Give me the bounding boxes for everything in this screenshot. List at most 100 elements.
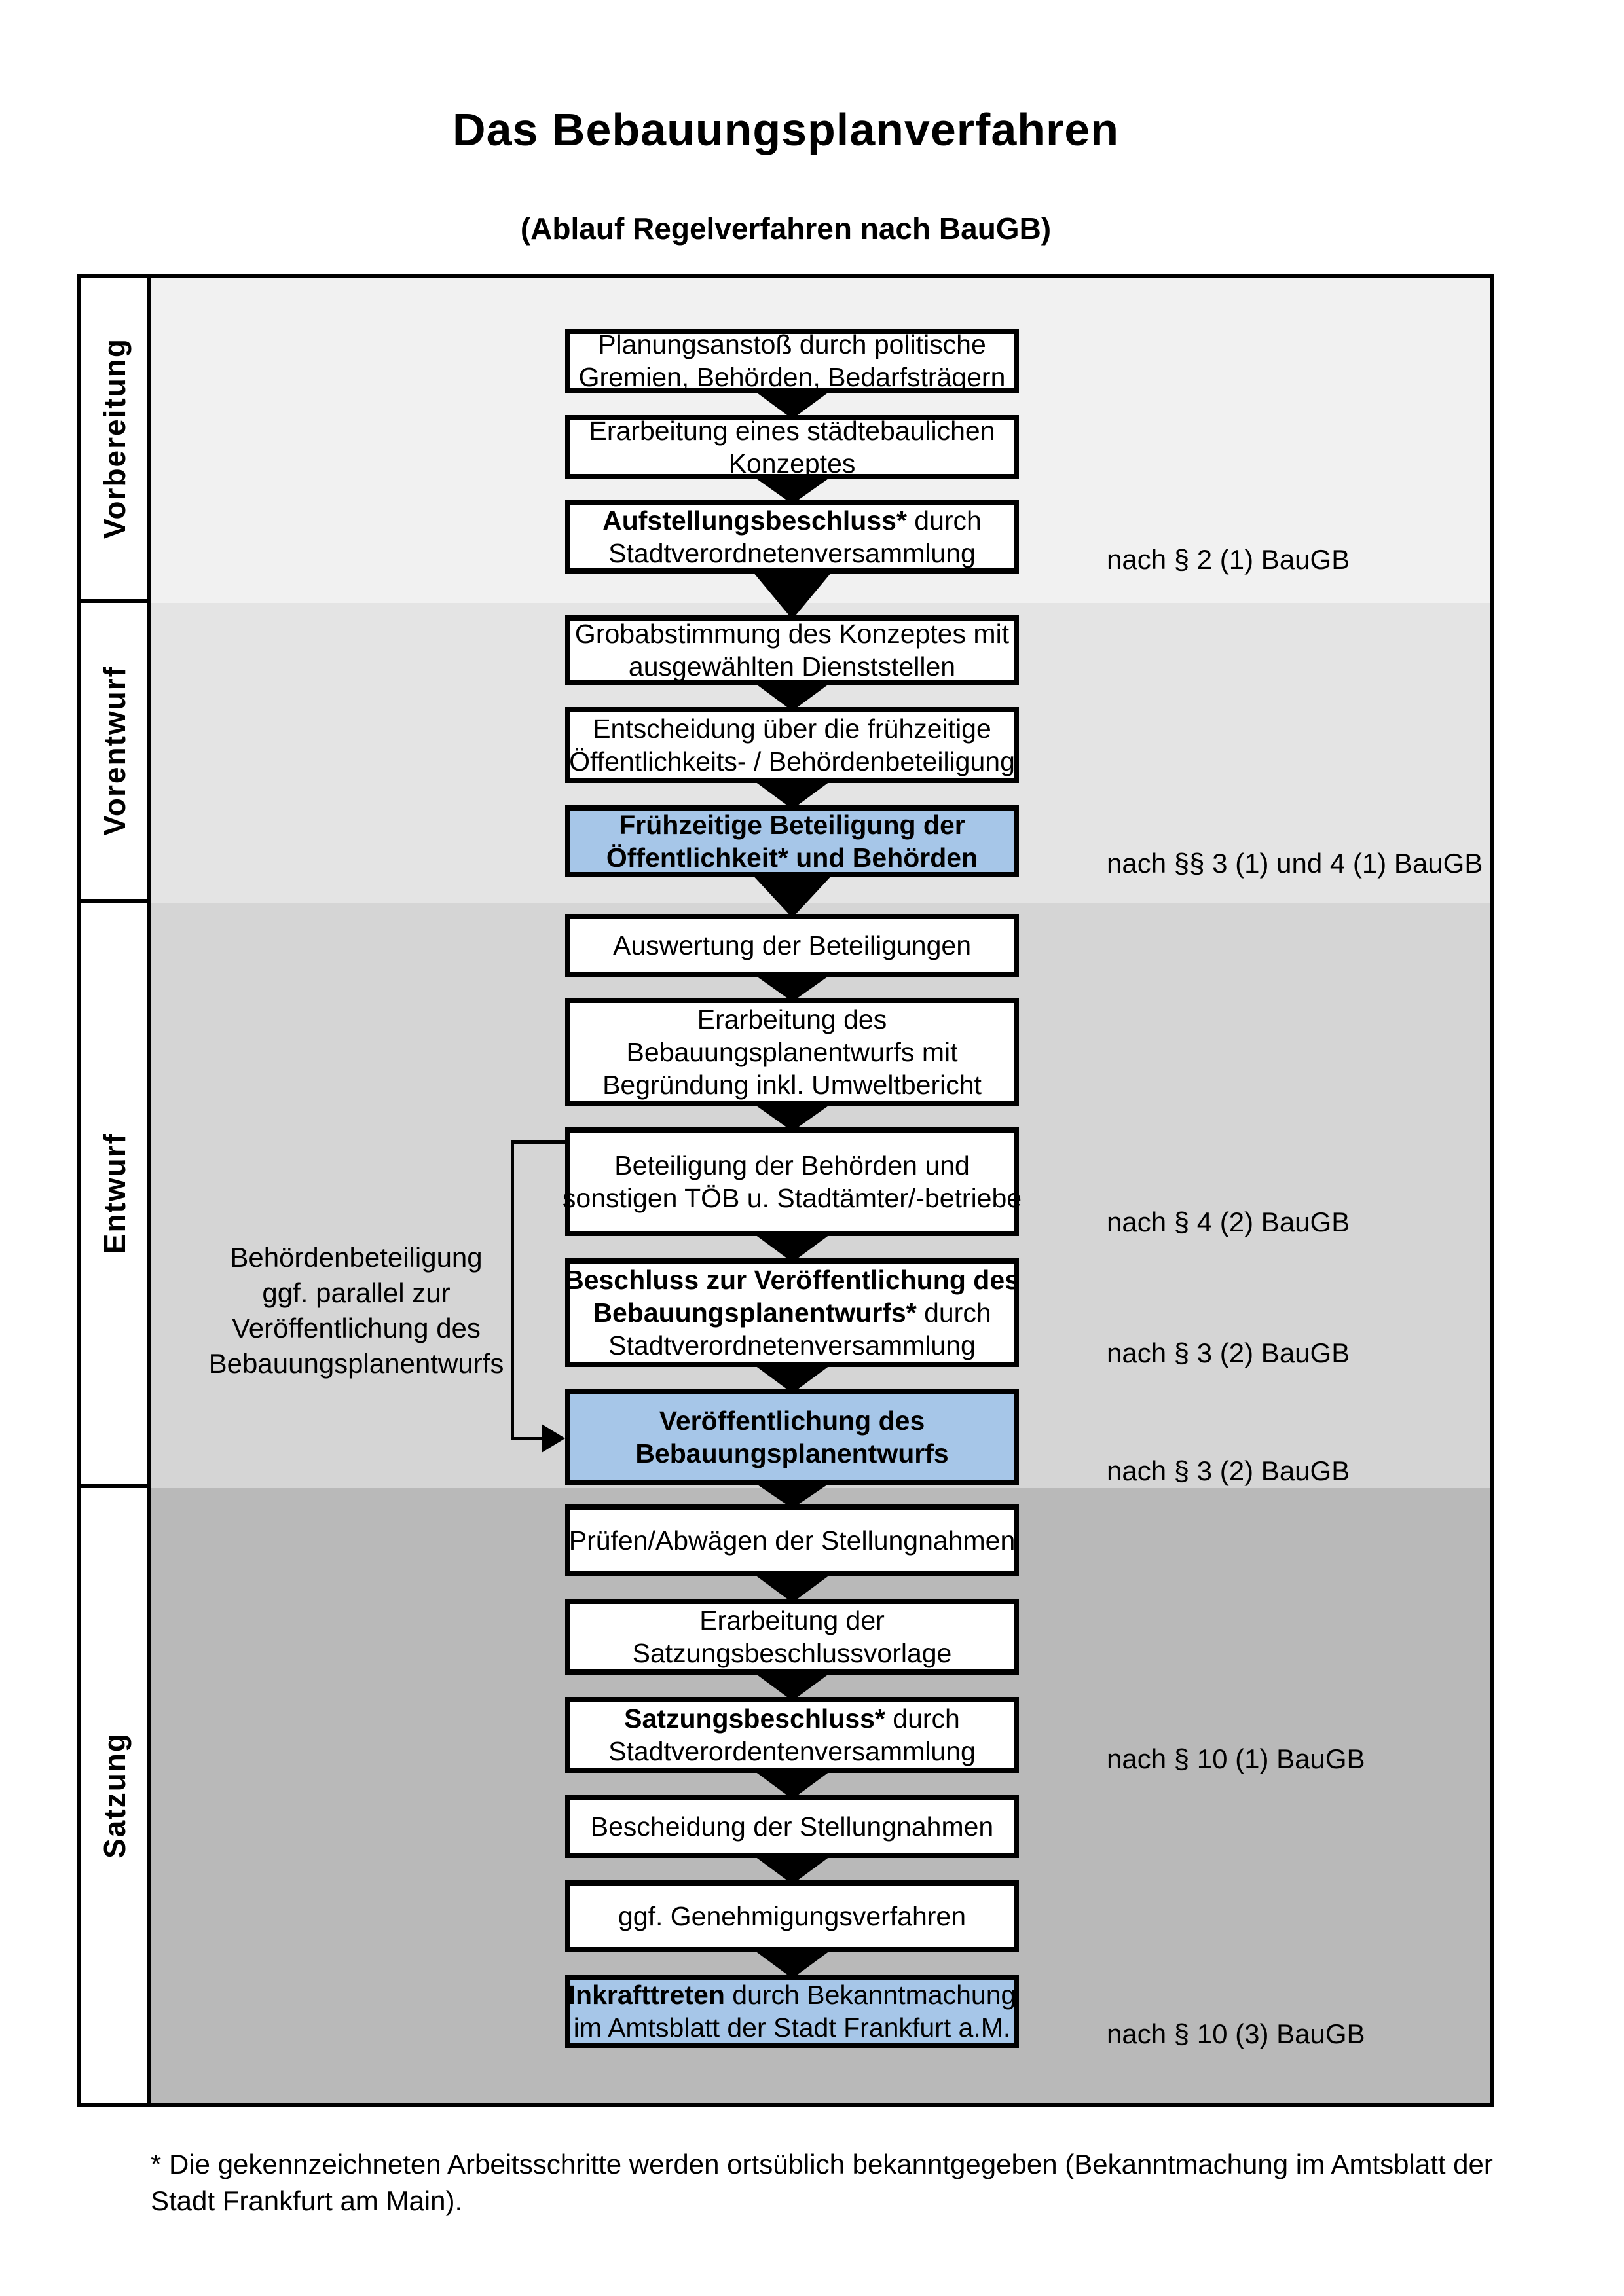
law-reference: nach §§ 3 (1) und 4 (1) BauGB (1107, 848, 1483, 879)
step-text-segment: durch (906, 505, 982, 536)
step-text-segment: Öffentlichkeits- / Behördenbeteiligung (569, 746, 1015, 776)
step-text-segment: ggf. Genehmigungsverfahren (618, 1901, 967, 1931)
law-reference: nach § 3 (2) BauGB (1107, 1338, 1350, 1368)
step-text-segment: Begründung inkl. Umweltbericht (602, 1070, 982, 1100)
elbow-arrowhead-icon (542, 1424, 565, 1453)
step-text-line: ggf. Genehmigungsverfahren (618, 1900, 966, 1933)
down-arrow-icon (749, 1231, 835, 1262)
step-text-segment: Inkrafttreten (568, 1980, 725, 2010)
step-text-segment: Grobabstimmung des Konzeptes mit (574, 619, 1010, 649)
step-text-line: Begründung inkl. Umweltbericht (602, 1068, 982, 1101)
page-title: Das Bebauungsplanverfahren (452, 104, 1119, 155)
step-text-line: Erarbeitung eines städtebaulichen (589, 414, 995, 447)
step-text-line: Entscheidung über die frühzeitige (593, 712, 991, 745)
down-arrow-icon (749, 568, 835, 619)
step-text-line: sonstigen TÖB u. Stadtämter/-betriebe (563, 1182, 1022, 1214)
step-text-segment: Öffentlichkeit* und Behörden (606, 843, 978, 873)
step-text-line: Öffentlichkeit* und Behörden (606, 841, 978, 874)
step-text-line: Veröffentlichung des (659, 1404, 925, 1437)
step-text-segment: Stadtverordentenversammlung (608, 1736, 976, 1766)
step-text-line: Inkrafttreten durch Bekanntmachung (568, 1978, 1016, 2011)
down-arrow-icon (749, 1768, 835, 1799)
down-arrow-icon (749, 1571, 835, 1603)
step-text-segment: ausgewählten Dienststellen (628, 651, 956, 682)
step-text-segment: Planungsanstoß durch politische (598, 329, 986, 359)
footnote: * Die gekennzeichneten Arbeitsschritte w… (151, 2149, 1493, 2216)
step-text-segment: im Amtsblatt der Stadt Frankfurt a.M. (573, 2013, 1011, 2043)
page-subtitle: (Ablauf Regelverfahren nach BauGB) (520, 211, 1052, 246)
step-text-line: Prüfen/Abwägen der Stellungnahmen (569, 1524, 1016, 1557)
step-text-line: Erarbeitung der (699, 1604, 885, 1637)
down-arrow-icon (749, 1947, 835, 1978)
step-text-segment: durch (916, 1298, 991, 1328)
step-text-segment: Auswertung der Beteiligungen (612, 930, 972, 960)
step-text-segment: Bescheidung der Stellungnahmen (590, 1812, 994, 1842)
step-text-line: Stadtverordnetenversammlung (608, 537, 976, 570)
step-text-line: Beteiligung der Behörden und (614, 1149, 970, 1182)
step-text-line: Frühzeitige Beteiligung der (619, 809, 965, 841)
step-text-segment: sonstigen TÖB u. Stadtämter/-betriebe (562, 1183, 1022, 1213)
step-text-line: Satzungsbeschluss* durch (624, 1702, 960, 1735)
down-arrow-icon (749, 388, 835, 419)
step-text-segment: Bebauungsplanentwurfs mit (626, 1037, 958, 1067)
step-text-segment: Frühzeitige Beteiligung der (619, 810, 965, 840)
step-text-line: Bescheidung der Stellungnahmen (591, 1810, 993, 1843)
elbow-connector-bottom (511, 1437, 544, 1440)
step-text-segment: durch (885, 1704, 960, 1734)
step-text-line: Grobabstimmung des Konzeptes mit (575, 617, 1009, 650)
elbow-connector-vertical (511, 1140, 514, 1440)
down-arrow-icon (749, 1362, 835, 1393)
step-text-line: Konzeptes (729, 447, 856, 480)
step-text-line: Planungsanstoß durch politische (598, 328, 986, 361)
side-note: Behördenbeteiligung ggf. parallel zur Ve… (186, 1240, 526, 1381)
step-text-line: Beschluss zur Veröffentlichung des (564, 1264, 1020, 1296)
step-text-line: im Amtsblatt der Stadt Frankfurt a.M. (574, 2011, 1011, 2044)
down-arrow-icon (749, 1101, 835, 1131)
step-text-segment: Erarbeitung des (697, 1004, 887, 1034)
step-text-line: Erarbeitung des (697, 1003, 887, 1036)
side-note-line: ggf. parallel zur (262, 1277, 451, 1308)
phase-label-cell-entwurf: Entwurf (81, 903, 147, 1488)
side-note-line: Veröffentlichung des (232, 1313, 481, 1343)
process-step: Auswertung der Beteiligungen (565, 914, 1019, 977)
step-text-segment: Erarbeitung der (699, 1605, 885, 1635)
step-text-line: Bebauungsplanentwurfs mit (627, 1036, 958, 1068)
down-arrow-icon (749, 778, 835, 809)
process-step: Prüfen/Abwägen der Stellungnahmen (565, 1504, 1019, 1576)
step-text-line: Stadtverordentenversammlung (608, 1735, 976, 1768)
phase-label-cell-vorbereitung: Vorbereitung (81, 278, 147, 603)
down-arrow-icon (749, 1480, 835, 1508)
law-reference: nach § 2 (1) BauGB (1107, 544, 1350, 575)
step-text-segment: Erarbeitung eines städtebaulichen (589, 416, 995, 446)
down-arrow-icon (749, 474, 835, 504)
down-arrow-icon (749, 872, 835, 918)
step-text-segment: Beteiligung der Behörden und (614, 1150, 970, 1180)
flow-layer: Behördenbeteiligung ggf. parallel zur Ve… (81, 278, 1490, 2103)
law-reference: nach § 4 (2) BauGB (1107, 1207, 1350, 1237)
step-text-segment: Bebauungsplanentwurfs (635, 1438, 949, 1468)
step-text-segment: Aufstellungsbeschluss* (602, 505, 907, 536)
step-text-line: Bebauungsplanentwurfs (635, 1437, 948, 1470)
step-text-segment: Entscheidung über die frühzeitige (593, 714, 991, 744)
step-text-line: ausgewählten Dienststellen (629, 650, 955, 683)
step-text-segment: Gremien, Behörden, Bedarfsträgern (578, 362, 1006, 392)
step-text-segment: Veröffentlichung des (659, 1406, 925, 1436)
step-text-line: Öffentlichkeits- / Behördenbeteiligung (569, 745, 1015, 778)
step-text-segment: Stadtverordnetenversammlung (608, 1330, 976, 1360)
step-text-segment: Stadtverordnetenversammlung (608, 538, 976, 568)
down-arrow-icon (749, 972, 835, 1002)
